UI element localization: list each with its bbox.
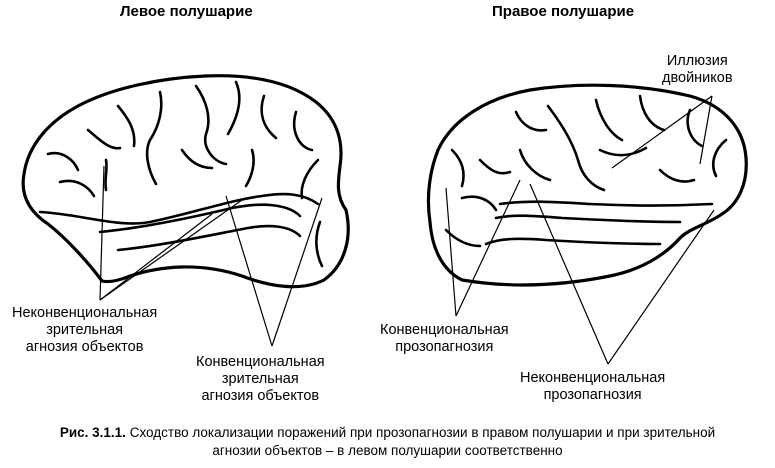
label-right-conventional-prosopagnosia: Конвенциональная прозопагнозия (380, 322, 509, 356)
left-sulcus-m (244, 148, 255, 188)
label-right-nonconventional-prosopagnosia: Неконвенциональная прозопагнозия (520, 370, 665, 404)
right-sulcus-h (712, 138, 728, 178)
pointer-left-conv-1 (225, 195, 273, 347)
pointer-left-nonconv-1 (99, 165, 105, 301)
figure-number: Рис. 3.1.1. (59, 425, 126, 440)
caption-text-1: Сходство локализации поражений при прозо… (129, 425, 716, 440)
left-sulcus-d (145, 90, 163, 186)
label-line: Иллюзия (666, 53, 728, 69)
pointer-left-nonconv-3 (99, 199, 243, 301)
left-sulcus-l (180, 148, 214, 170)
pointer-right-conv-1 (445, 187, 457, 317)
label-line: агнозия объектов (201, 388, 320, 404)
right-sulcus-c (514, 110, 548, 132)
right-sulcus-l (444, 228, 482, 248)
right-temporal-boundary (494, 214, 682, 224)
label-line: Конвенциональная (380, 322, 509, 338)
left-sylvian-fissure (38, 192, 320, 225)
right-sulcus-b (478, 158, 512, 175)
left-sulcus-c (116, 104, 136, 148)
pointer-left-conv-2 (271, 197, 323, 347)
right-temporal-sulcus (484, 237, 662, 246)
left-temporal-sulcus (116, 224, 302, 252)
right-sulcus-d (546, 104, 606, 192)
left-sulcus-n (315, 220, 324, 268)
label-line: прозопагнозия (543, 387, 642, 403)
label-left-conventional-agnosia: Конвенциональная зрительная агнозия объе… (196, 354, 325, 405)
left-sulcus-b (86, 128, 122, 150)
pointer-right-conv-2 (455, 179, 521, 317)
pointer-twins-2 (699, 95, 713, 165)
label-line: Конвенциональная (196, 354, 325, 370)
label-line: двойников (662, 70, 733, 86)
right-sulcus-g (686, 108, 704, 148)
left-sulcus-a (104, 158, 108, 192)
pointer-right-nonconv-2 (607, 209, 715, 365)
left-sulcus-h (292, 110, 314, 152)
right-sulcus-j (518, 148, 552, 182)
caption-text-2: агнозии объектов – в левом полушарии соо… (212, 443, 563, 458)
right-sylvian-fissure (498, 200, 714, 207)
label-twins-illusion: Иллюзия двойников (662, 53, 733, 87)
label-left-nonconventional-agnosia: Неконвенциональная зрительная агнозия об… (12, 305, 157, 356)
right-hemisphere-title: Правое полушарие (492, 3, 635, 20)
pointer-left-nonconv-2 (99, 213, 213, 301)
caption-line-1: Рис. 3.1.1. Сходство локализации поражен… (10, 424, 765, 442)
right-hemisphere-drawing (426, 83, 748, 287)
label-line: зрительная (221, 371, 299, 387)
pointer-twins-1 (611, 95, 713, 169)
brain-diagram (21, 74, 748, 365)
label-line: Неконвенциональная (12, 305, 158, 321)
left-hemisphere-title: Левое полушарие (120, 3, 253, 20)
right-sulcus-e (594, 98, 624, 142)
label-line: прозопагнозия (395, 339, 494, 355)
label-line: агнозия объектов (25, 339, 144, 355)
pointer-lines (99, 95, 715, 365)
right-sulcus-k (460, 195, 498, 212)
right-sulcus-a (450, 148, 465, 188)
right-sulcus-f (638, 94, 666, 132)
left-sulcus-e (194, 84, 228, 166)
figure-caption: Рис. 3.1.1. Сходство локализации поражен… (10, 424, 765, 460)
pointer-right-nonconv-1 (529, 183, 609, 365)
left-hemisphere-drawing (21, 74, 350, 289)
left-temporal-boundary (98, 203, 302, 234)
label-line: зрительная (46, 322, 124, 338)
left-sulcus-i (300, 158, 320, 200)
label-line: Неконвенциональная (520, 370, 666, 386)
left-sulcus-f (226, 80, 241, 136)
left-sulcus-k (46, 151, 80, 172)
left-brain-outline (21, 74, 350, 289)
right-brain-outline (426, 83, 748, 287)
left-sulcus-g (260, 94, 278, 140)
right-sulcus-i (598, 146, 648, 157)
left-sulcus-j (58, 179, 96, 198)
right-sulcus-m (658, 168, 696, 183)
